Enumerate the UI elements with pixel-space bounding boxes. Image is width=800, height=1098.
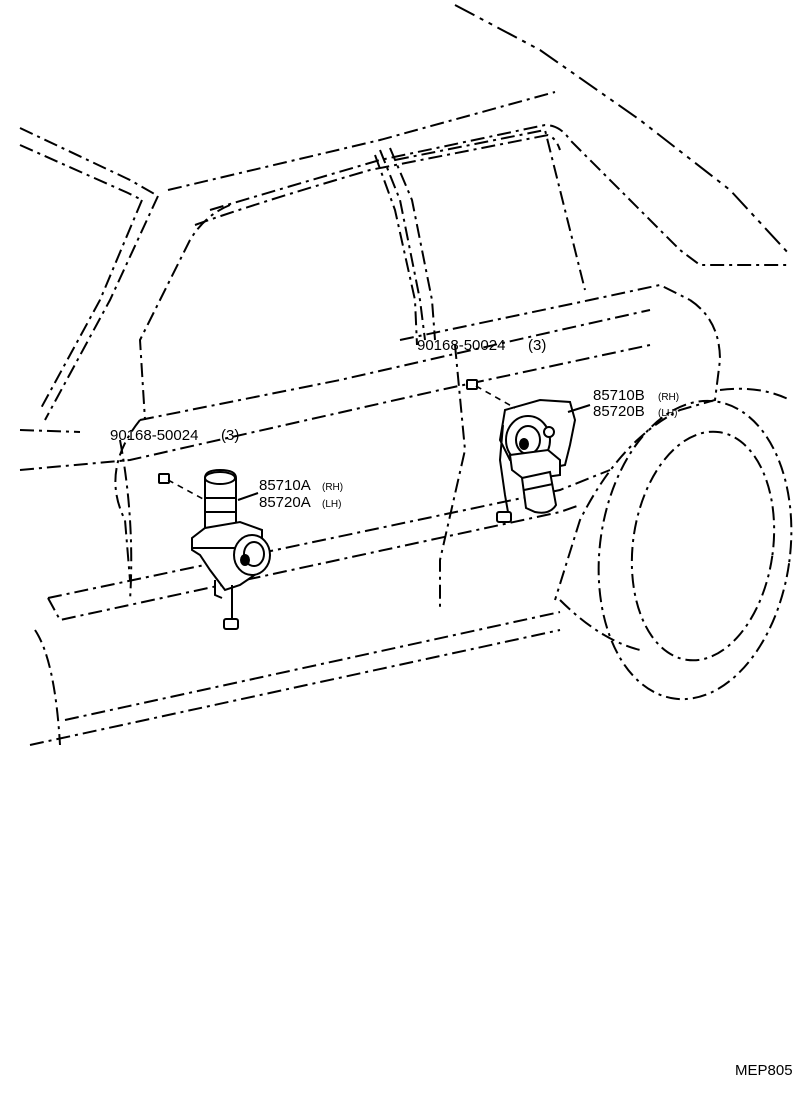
motor-front-lh-part-number: 85720A (259, 494, 311, 511)
motor-front-rh-part-number: 85710A (259, 477, 311, 494)
bolt-front-quantity: (3) (221, 427, 239, 444)
motor-rear-rh-side: (RH) (658, 392, 679, 403)
bolt-rear-part-number: 90168-50024 (417, 337, 505, 354)
callout-leaders (237, 404, 591, 501)
window-motor-rear (496, 398, 577, 523)
vehicle-body-outline (19, 4, 791, 746)
bolt-front-part-number: 90168-50024 (110, 427, 198, 444)
motor-rear-lh-side: (LH) (658, 408, 677, 419)
motor-rear-lh-part-number: 85720B (593, 403, 645, 420)
bolt-rear-quantity: (3) (528, 337, 546, 354)
motor-rear-rh-part-number: 85710B (593, 387, 645, 404)
motor-front-lh-side: (LH) (322, 499, 341, 510)
bolt-rear (466, 379, 516, 409)
figure-code: MEP805 (735, 1062, 793, 1079)
motor-front-rh-side: (RH) (322, 482, 343, 493)
window-motor-front (191, 468, 271, 630)
bolt-front (158, 473, 206, 501)
rear-wheel (559, 399, 793, 701)
